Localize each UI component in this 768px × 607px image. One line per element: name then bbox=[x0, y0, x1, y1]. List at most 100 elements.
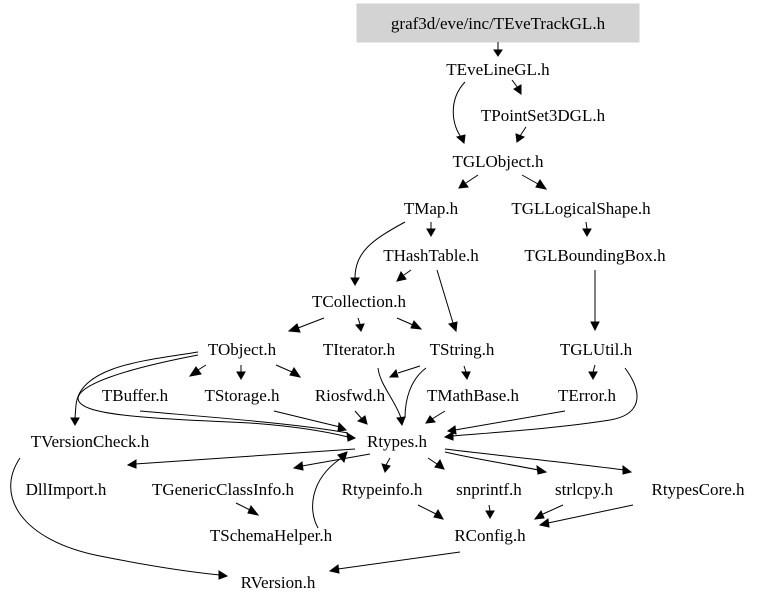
arrowhead bbox=[426, 228, 436, 238]
node-rversion[interactable]: RVersion.h bbox=[241, 573, 316, 592]
edge-rtypeinfo-rconfig bbox=[417, 504, 437, 515]
node-strlcpy[interactable]: strlcpy.h bbox=[555, 480, 613, 499]
arrowhead bbox=[485, 510, 495, 520]
edge-tbuffer-rtypes bbox=[139, 410, 349, 434]
arrowhead bbox=[356, 415, 368, 425]
arrowhead bbox=[337, 451, 348, 464]
edge-tcollection-titerator bbox=[357, 317, 361, 325]
arrowhead bbox=[536, 464, 548, 475]
edges bbox=[10, 42, 638, 580]
edge-tobject-tbuffer bbox=[197, 364, 207, 371]
node-thashtable[interactable]: THashTable.h bbox=[383, 246, 479, 265]
arrowhead bbox=[396, 416, 406, 427]
edge-titerator-rtypes bbox=[377, 367, 402, 419]
edge-tglobject-tmap bbox=[465, 174, 479, 184]
edge-rtypescore-rconfig bbox=[547, 504, 634, 524]
node-tpointset[interactable]: TPointSet3DGL.h bbox=[481, 106, 606, 125]
root-node-box bbox=[356, 3, 640, 43]
arrowhead bbox=[461, 371, 471, 381]
node-tcollection[interactable]: TCollection.h bbox=[312, 292, 406, 311]
arrowhead bbox=[346, 432, 357, 442]
edge-tglutil-terror bbox=[592, 364, 596, 373]
edge-snprintf-rconfig bbox=[488, 504, 491, 512]
arrowhead bbox=[590, 321, 600, 332]
node-teveline[interactable]: TEveLineGL.h bbox=[446, 60, 550, 79]
node-snprintf[interactable]: snprintf.h bbox=[456, 480, 522, 499]
arrowhead bbox=[292, 461, 304, 471]
arrowhead bbox=[446, 425, 457, 435]
arrowhead bbox=[350, 277, 360, 287]
arrowhead bbox=[425, 415, 436, 424]
node-terror[interactable]: TError.h bbox=[558, 386, 617, 405]
arrowhead bbox=[582, 228, 592, 238]
node-tbuffer[interactable]: TBuffer.h bbox=[102, 386, 169, 405]
edge-tcollection-tobject bbox=[297, 317, 325, 329]
node-tgenericclassinfo[interactable]: TGenericClassInfo.h bbox=[152, 480, 295, 499]
edge-rtypes-dllimport bbox=[134, 448, 356, 465]
arrowhead bbox=[535, 179, 548, 190]
arrowhead bbox=[588, 371, 598, 381]
arrowhead bbox=[337, 421, 348, 432]
edge-thashtable-tcollection bbox=[403, 269, 412, 276]
node-tmap[interactable]: TMap.h bbox=[404, 199, 459, 218]
edge-teveline-tglobject bbox=[452, 81, 466, 138]
edge-tobject-rtypes-long bbox=[77, 354, 349, 438]
edge-tgenericclassinfo-tschemahelper bbox=[235, 502, 251, 511]
arrowhead bbox=[622, 465, 633, 475]
node-tstring[interactable]: TString.h bbox=[430, 340, 495, 359]
edge-tschemahelper-rtypes bbox=[312, 458, 341, 529]
edge-thashtable-tstring bbox=[436, 269, 454, 324]
arrowhead bbox=[410, 320, 423, 330]
edge-rtypes-rtypescore bbox=[444, 448, 625, 471]
edge-rtypes-strlcpy bbox=[444, 451, 539, 471]
node-titerator[interactable]: TIterator.h bbox=[323, 340, 396, 359]
node-tglobject[interactable]: TGLObject.h bbox=[452, 152, 544, 171]
arrowhead bbox=[448, 321, 458, 333]
node-root[interactable]: graf3d/eve/inc/TEveTrackGL.h bbox=[391, 14, 606, 33]
edge-teveline-tpointset bbox=[511, 79, 519, 89]
arrowhead bbox=[434, 458, 445, 470]
node-tschemahelper[interactable]: TSchemaHelper.h bbox=[210, 526, 333, 545]
arrowhead bbox=[396, 270, 407, 282]
edge-tversioncheck-rversion bbox=[10, 457, 221, 576]
edge-rtypes-snprintf bbox=[427, 457, 438, 465]
arrowhead bbox=[247, 505, 260, 516]
node-tmathbase[interactable]: TMathBase.h bbox=[427, 386, 520, 405]
arrowhead bbox=[289, 367, 302, 378]
node-tobject[interactable]: TObject.h bbox=[208, 340, 277, 359]
node-rtypeinfo[interactable]: Rtypeinfo.h bbox=[342, 480, 423, 499]
node-tversioncheck[interactable]: TVersionCheck.h bbox=[31, 432, 150, 451]
arrowhead bbox=[218, 570, 229, 580]
node-riosfwd[interactable]: Riosfwd.h bbox=[315, 386, 386, 405]
arrowhead bbox=[433, 508, 444, 520]
arrowhead bbox=[515, 133, 526, 143]
arrowhead bbox=[328, 564, 340, 574]
node-rtypescore[interactable]: RtypesCore.h bbox=[651, 480, 745, 499]
nodes: graf3d/eve/inc/TEveTrackGL.h TEveLineGL.… bbox=[26, 14, 745, 592]
arrowhead bbox=[443, 431, 454, 441]
arrowhead bbox=[455, 134, 466, 144]
arrowhead bbox=[236, 371, 246, 381]
edge-rtypes-rtypeinfo bbox=[385, 457, 391, 466]
edge-tglutil-rtypes bbox=[451, 367, 638, 437]
arrowhead bbox=[533, 510, 545, 520]
edge-riosfwd-rtypes bbox=[354, 410, 363, 420]
arrowhead bbox=[513, 84, 522, 95]
edge-tpointset-tglobject bbox=[519, 126, 527, 137]
arrowhead bbox=[493, 49, 503, 57]
edge-strlcpy-rconfig bbox=[542, 504, 564, 515]
arrowhead bbox=[188, 366, 202, 377]
node-tstorage[interactable]: TStorage.h bbox=[204, 386, 280, 405]
edge-tstring-tmathbase bbox=[463, 365, 467, 373]
node-tgllogical[interactable]: TGLLogicalShape.h bbox=[511, 199, 651, 218]
edge-tstring-rtypes bbox=[404, 367, 427, 419]
node-tglutil[interactable]: TGLUtil.h bbox=[560, 340, 633, 359]
node-tglbounding[interactable]: TGLBoundingBox.h bbox=[524, 246, 666, 265]
edge-tstorage-rtypes bbox=[273, 410, 341, 428]
node-rtypes[interactable]: Rtypes.h bbox=[367, 432, 427, 451]
arrowhead bbox=[287, 323, 301, 333]
edge-tglobject-tgllogical bbox=[521, 174, 539, 185]
edge-tobject-riosfwd bbox=[275, 364, 293, 373]
node-rconfig[interactable]: RConfig.h bbox=[454, 526, 526, 545]
node-dllimport[interactable]: DllImport.h bbox=[26, 480, 107, 499]
